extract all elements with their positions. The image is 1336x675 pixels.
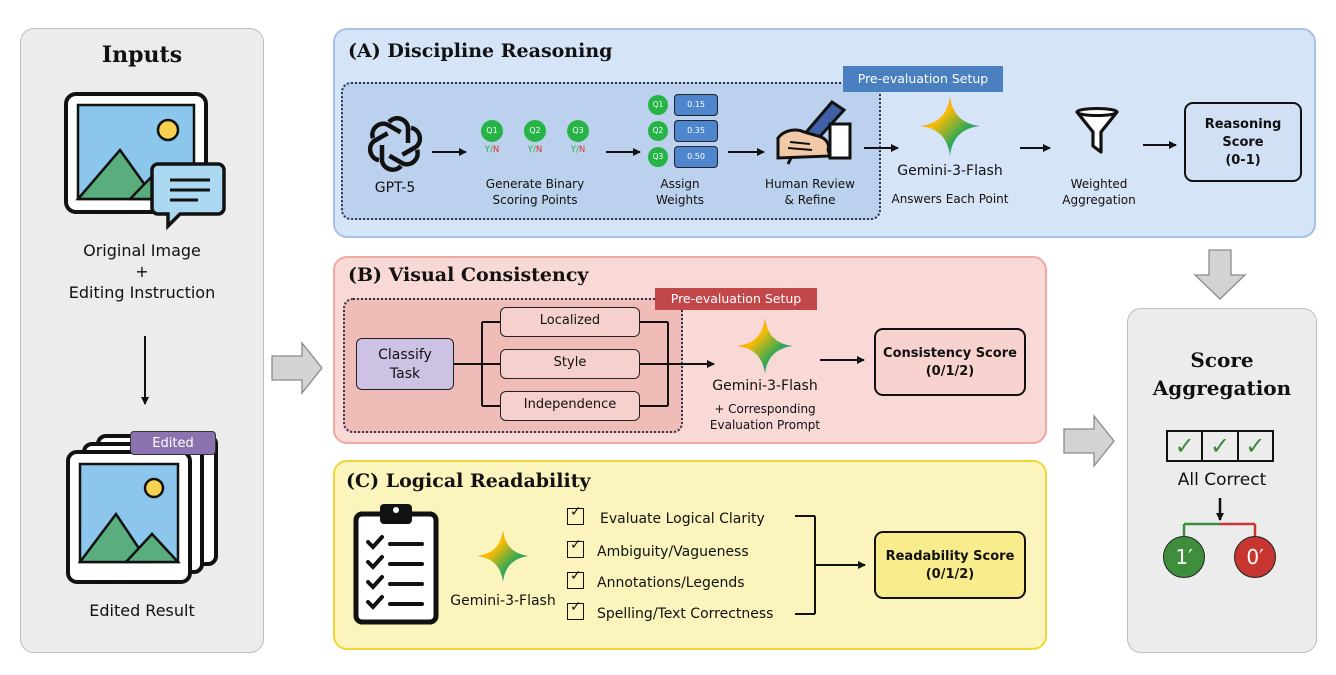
block-arrow-right xyxy=(1063,414,1115,468)
checkbox-icon: ✓ xyxy=(567,569,584,589)
gpt5-label: GPT-5 xyxy=(374,180,416,196)
category-localized: Localized xyxy=(500,307,640,337)
human-review-label: Human Review& Refine xyxy=(765,177,855,207)
edited-result-label: Edited Result xyxy=(89,601,195,620)
readability-score-box: Readability Score(0/1/2) xyxy=(874,531,1026,599)
hand-pen-icon xyxy=(776,100,852,165)
panel-b-title: (B) Visual Consistency xyxy=(348,264,589,286)
scoring-point-q1: Q1 Y/N xyxy=(478,120,506,155)
score-aggregation-panel xyxy=(1127,308,1317,653)
consistency-score-box: Consistency Score(0/1/2) xyxy=(874,328,1026,396)
panel-a-title: (A) Discipline Reasoning xyxy=(348,40,613,62)
openai-logo-icon xyxy=(367,116,423,172)
original-image-label: Original Image + Editing Instruction xyxy=(68,241,216,302)
original-image-icon xyxy=(64,92,226,231)
check-icon: ✓ xyxy=(1168,432,1204,460)
check-item: ✓Evaluate Logical Clarity xyxy=(567,505,765,527)
clipboard-checklist-icon xyxy=(353,504,439,625)
gemini-star-icon xyxy=(736,317,794,375)
chat-bubble-icon xyxy=(150,162,226,231)
gemini-a-label: Gemini-3-Flash xyxy=(897,163,1003,179)
check-icon: ✓ xyxy=(1245,432,1266,460)
block-arrow-right xyxy=(271,341,323,395)
category-style: Style xyxy=(500,349,640,379)
score-zero-circle: 0′ xyxy=(1234,536,1276,578)
funnel-icon xyxy=(1075,107,1119,154)
point-circle: Q3 xyxy=(567,120,589,142)
score-one-circle: 1′ xyxy=(1163,536,1205,578)
scoring-point-q2: Q2 Y/N xyxy=(521,120,549,155)
gemini-star-icon xyxy=(476,529,530,583)
checkbox-icon: ✓ xyxy=(567,505,584,525)
checkbox-icon: ✓ xyxy=(567,538,584,558)
all-correct-checks: ✓ ✓ ✓ xyxy=(1166,430,1274,462)
panel-a-setup-tag: Pre-evaluation Setup xyxy=(843,66,1003,92)
check-item: ✓Ambiguity/Vagueness xyxy=(567,538,749,560)
panel-c-title: (C) Logical Readability xyxy=(346,470,591,492)
gemini-star-icon xyxy=(920,96,980,156)
scoring-point-q3: Q3 Y/N xyxy=(564,120,592,155)
check-icon: ✓ xyxy=(1203,432,1239,460)
category-independence: Independence xyxy=(500,391,640,421)
check-item: ✓Annotations/Legends xyxy=(567,569,745,591)
point-circle: Q1 xyxy=(481,120,503,142)
gemini-b-label: Gemini-3-Flash xyxy=(712,378,818,394)
point-circle: Q2 xyxy=(524,120,546,142)
gemini-c-label: Gemini-3-Flash xyxy=(450,593,556,609)
edited-badge: Edited xyxy=(130,431,216,455)
check-item: ✓Spelling/Text Correctness xyxy=(567,600,773,622)
inputs-title: Inputs xyxy=(101,42,183,68)
all-correct-label: All Correct xyxy=(1177,470,1267,490)
panel-b-setup-tag: Pre-evaluation Setup xyxy=(655,288,817,310)
edited-images-icon xyxy=(66,434,218,584)
gemini-a-sub: Answers Each Point xyxy=(891,192,1009,206)
checkbox-icon: ✓ xyxy=(567,600,584,620)
block-arrow-down xyxy=(1193,249,1247,300)
